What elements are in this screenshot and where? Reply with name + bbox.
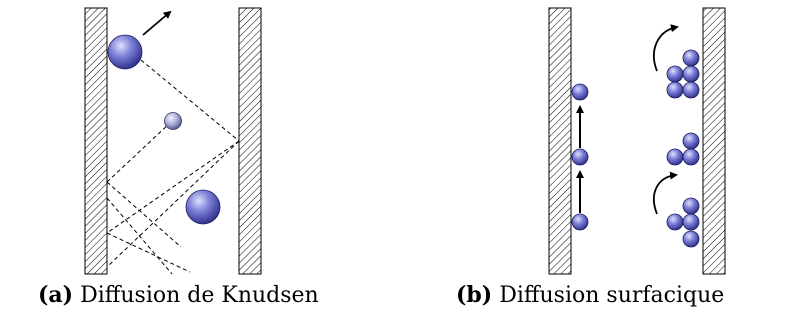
adsorbed-molecule-top: [571, 83, 589, 101]
wall-left-a: [84, 7, 108, 275]
small-molecule: [164, 112, 182, 130]
curved-arrow-top: [653, 24, 679, 72]
caption-surface: (b) Diffusion surfacique: [456, 284, 724, 307]
wall-left-b: [548, 7, 572, 275]
velocity-arrow: [142, 10, 172, 36]
caption-knudsen: (a) Diffusion de Knudsen: [38, 284, 319, 307]
wall-right-b: [702, 7, 726, 275]
adsorbed-molecule-bottom: [571, 213, 589, 231]
large-molecule-top: [107, 34, 143, 70]
panel-a-knudsen: [84, 7, 262, 275]
panel-b-surface: [548, 7, 726, 275]
caption-b-title: Diffusion surfacique: [499, 283, 725, 308]
adsorbed-molecule-middle: [571, 148, 589, 166]
caption-a-label: (a): [38, 282, 74, 308]
curved-arrow-bottom: [653, 171, 678, 215]
wall-right-a: [238, 7, 262, 275]
molecule-cluster-top: [666, 49, 700, 99]
caption-b-label: (b): [456, 282, 493, 308]
molecule-cluster-middle: [666, 132, 700, 166]
caption-a-title: Diffusion de Knudsen: [80, 283, 319, 308]
molecule-cluster-bottom: [666, 197, 700, 248]
large-molecule-bottom: [185, 189, 221, 225]
molecule-trajectory-lines: [106, 59, 240, 275]
